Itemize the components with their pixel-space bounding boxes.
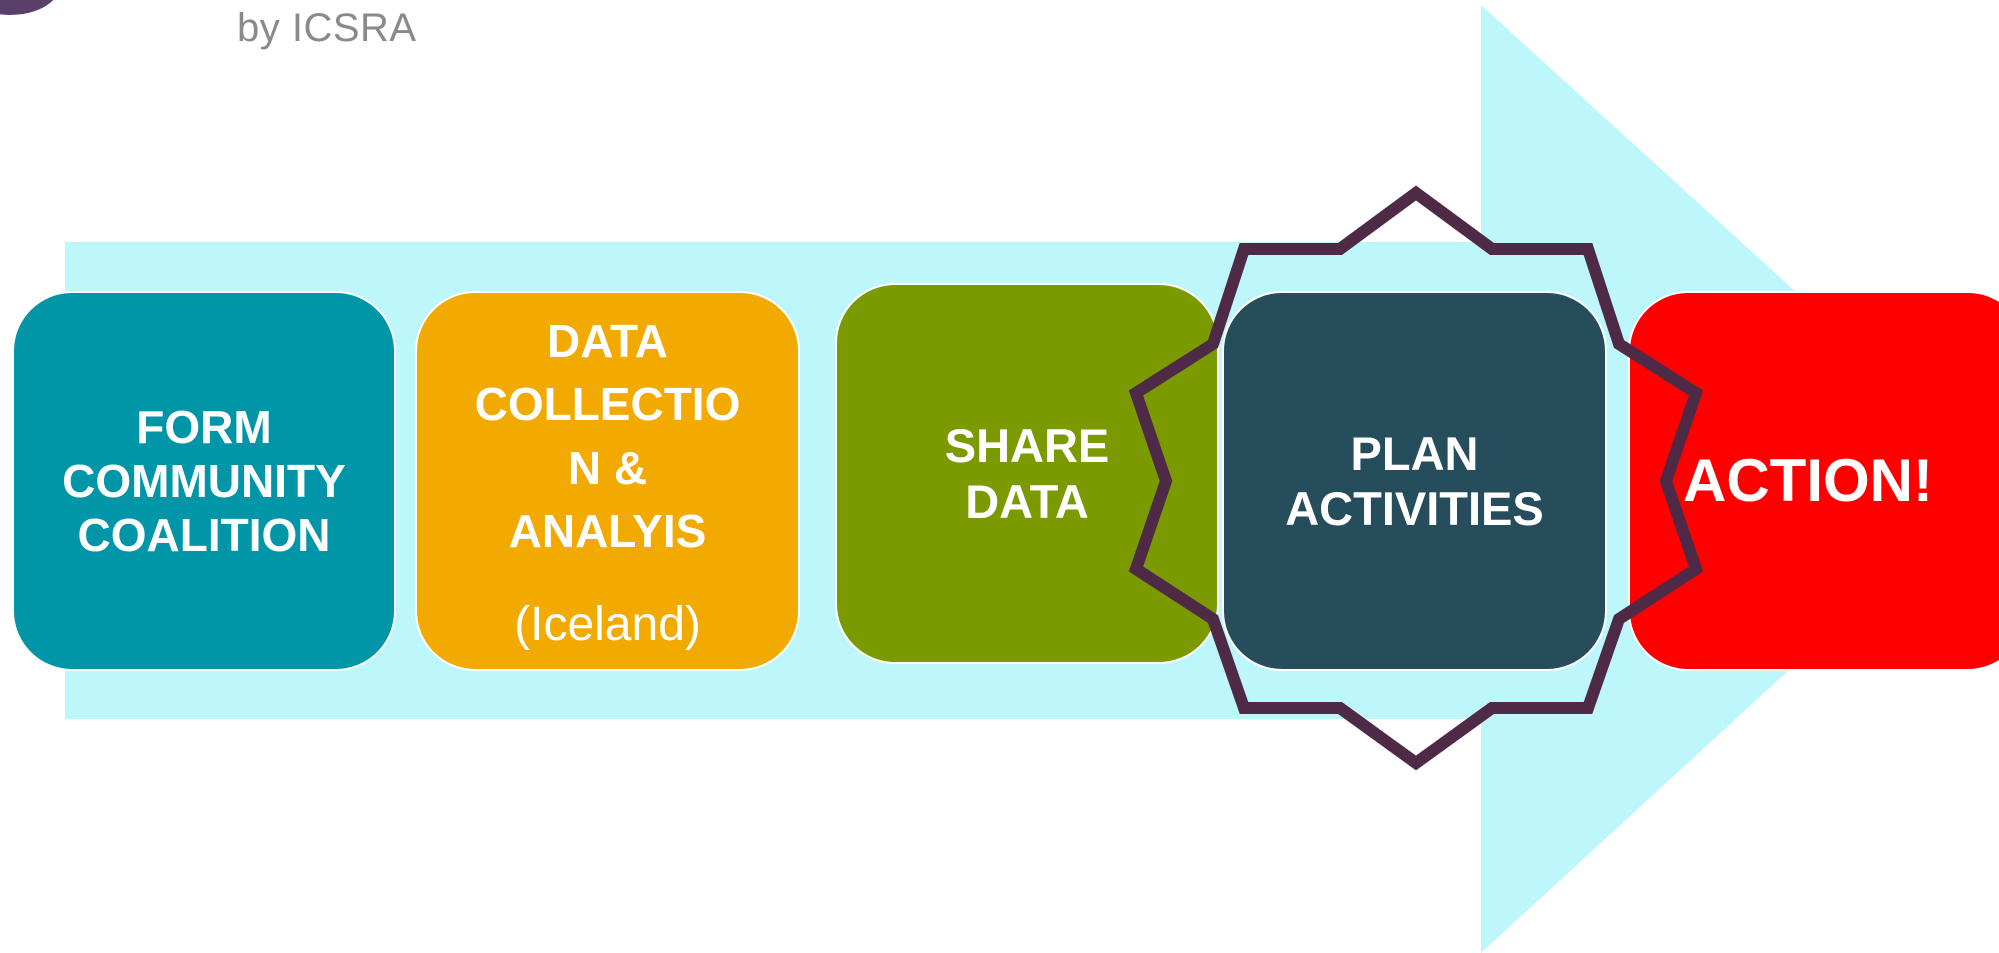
- step-1-label: FORM COMMUNITY COALITION: [62, 400, 346, 562]
- step-2-note: (Iceland): [514, 597, 701, 651]
- step-form-community-coalition: FORM COMMUNITY COALITION: [12, 291, 396, 671]
- step-plan-activities: PLAN ACTIVITIES: [1222, 291, 1607, 671]
- logo-byline: by ICSRA: [237, 6, 417, 50]
- step-3-label: SHARE DATA: [944, 419, 1110, 528]
- step-share-data: SHARE DATA: [835, 283, 1219, 664]
- step-action: ACTION!: [1628, 291, 1999, 671]
- step-2-label: DATA COLLECTIO N & ANALYIS: [474, 315, 741, 557]
- step-5-label: ACTION!: [1683, 446, 1933, 514]
- step-data-collection-analysis: DATA COLLECTIO N & ANALYIS (Iceland): [415, 291, 800, 671]
- step-4-label: PLAN ACTIVITIES: [1285, 426, 1544, 535]
